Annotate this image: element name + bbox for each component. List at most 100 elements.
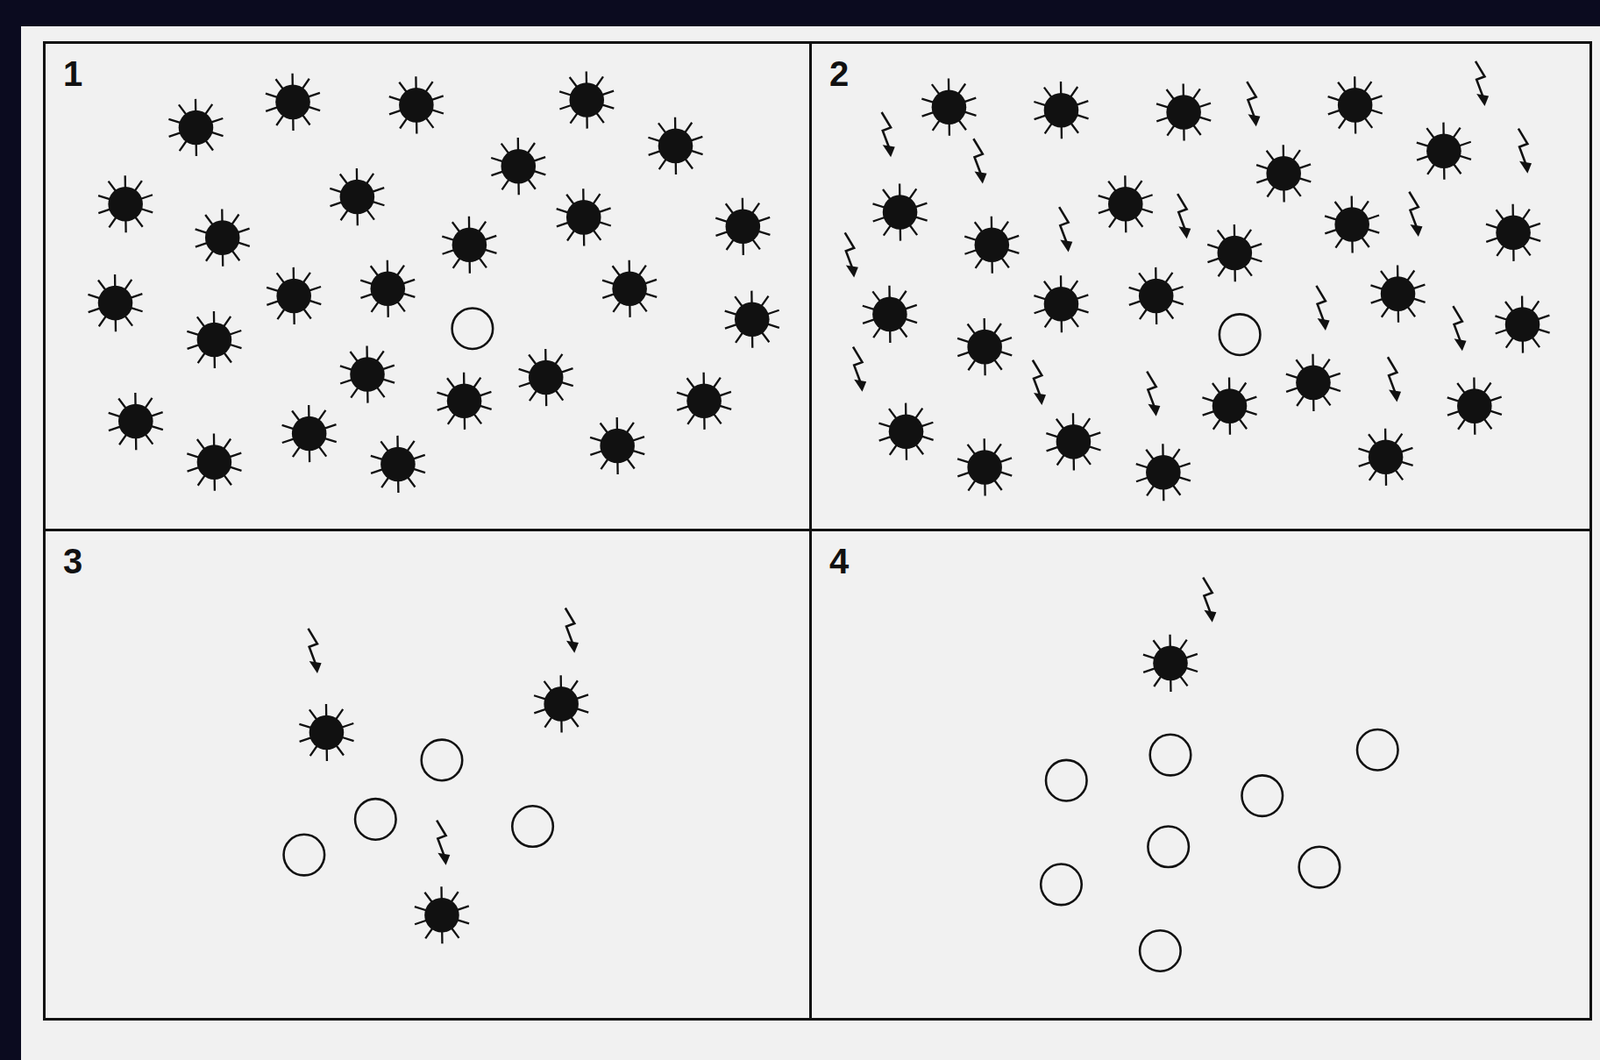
bacterium-spikes (186, 311, 242, 369)
antibiotic-bolt (845, 232, 854, 268)
susceptible-bacterium (309, 715, 345, 751)
bacterium-spikes (389, 76, 444, 134)
panel-number: 3 (63, 543, 83, 579)
panel: 1 (42, 41, 812, 532)
bolt-arrowhead (882, 144, 896, 157)
bacterium-spikes (168, 99, 223, 157)
susceptible-bacterium (543, 686, 579, 722)
bacterium-spikes (1129, 267, 1184, 325)
panel: 2 (809, 41, 1593, 532)
antibiotic-bolt (1452, 305, 1462, 342)
bolt-arrowhead (437, 853, 450, 866)
resistant-bacterium (1139, 930, 1181, 972)
susceptible-bacterium (1505, 306, 1541, 342)
resistant-bacterium (1219, 313, 1261, 356)
resistant-bacterium (452, 307, 494, 349)
bacterium-spikes (1324, 195, 1380, 253)
susceptible-bacterium (205, 220, 241, 256)
bacterium-spikes (957, 318, 1012, 376)
bacterium-spikes (195, 209, 250, 267)
antibiotic-bolt (1059, 206, 1068, 242)
antibiotic-bolt (1146, 371, 1156, 407)
bacterium-spikes (490, 137, 546, 195)
resistant-bacterium (1150, 734, 1192, 776)
bacterium-spikes (1045, 412, 1101, 470)
bolt-arrowhead (846, 265, 859, 278)
susceptible-bacterium (452, 227, 488, 263)
bacterium-spikes (360, 260, 415, 318)
bacterium-spikes (519, 348, 574, 406)
resistant-bacterium (1299, 846, 1341, 889)
susceptible-bacterium (599, 428, 635, 464)
susceptible-bacterium (888, 413, 925, 449)
susceptible-bacterium (974, 227, 1010, 263)
bacterium-spikes (1286, 354, 1341, 412)
antibiotic-bolt (1315, 285, 1325, 321)
resistant-bacterium (1040, 864, 1082, 906)
antibiotic-bolt (436, 820, 446, 856)
bacterium-spikes (676, 372, 732, 430)
bacterium-spikes (441, 216, 497, 274)
bacterium-spikes (414, 886, 470, 944)
susceptible-bacterium (197, 444, 233, 480)
bolt-arrowhead (1519, 161, 1532, 174)
bolt-arrowhead (1203, 610, 1216, 623)
bolt-arrowhead (853, 379, 867, 392)
bacterium-spikes (878, 403, 933, 461)
antibiotic-bolt (1475, 61, 1485, 97)
susceptible-bacterium (734, 301, 770, 337)
susceptible-bacterium (611, 271, 648, 307)
susceptible-bacterium (1457, 388, 1493, 424)
bacterium-spikes (725, 291, 780, 349)
susceptible-bacterium (967, 329, 1003, 365)
susceptible-bacterium (566, 199, 602, 235)
resistant-bacterium (355, 798, 397, 840)
susceptible-bacterium (275, 85, 311, 121)
bacterium-spikes (282, 405, 337, 463)
bacterium-spikes (298, 704, 354, 761)
susceptible-bacterium (349, 356, 385, 392)
susceptible-bacterium (197, 322, 233, 358)
susceptible-bacterium (1265, 156, 1302, 192)
bacterium-spikes (87, 274, 143, 332)
bacterium-spikes (964, 216, 1019, 274)
susceptible-bacterium (1108, 186, 1144, 222)
bolt-arrowhead (309, 661, 322, 674)
bolt-arrowhead (974, 170, 988, 184)
antibiotic-bolt (1408, 192, 1418, 228)
antibiotic-bolt (881, 112, 891, 148)
susceptible-bacterium (967, 449, 1003, 485)
susceptible-bacterium (398, 87, 434, 123)
bacterium-spikes (533, 675, 589, 733)
bolt-arrowhead (1476, 93, 1489, 107)
susceptible-bacterium (118, 404, 154, 440)
bolt-arrowhead (1059, 239, 1073, 252)
bacterium-spikes (1494, 295, 1550, 353)
bolt-arrowhead (1454, 338, 1467, 351)
bacterium-spikes (1328, 76, 1383, 134)
antibiotic-bolt (853, 347, 862, 383)
bacterium-spikes (872, 183, 927, 241)
resistant-bacterium (284, 834, 326, 876)
susceptible-bacterium (872, 297, 908, 333)
panel-number: 2 (829, 56, 849, 92)
susceptible-bacterium (1426, 133, 1462, 169)
bacterium-spikes (921, 78, 976, 136)
bacterium-spikes (1358, 428, 1414, 486)
bacterium-spikes (862, 285, 918, 343)
resistant-bacterium (1241, 775, 1283, 817)
antibiotic-bolt (1246, 81, 1256, 117)
susceptible-bacterium (1337, 87, 1373, 123)
bacterium-spikes (1207, 224, 1262, 282)
susceptible-bacterium (931, 89, 968, 125)
bolt-arrowhead (1178, 226, 1191, 239)
bacterium-spikes (647, 117, 703, 175)
susceptible-bacterium (447, 384, 483, 420)
bacterium-spikes (1447, 377, 1502, 435)
susceptible-bacterium (528, 360, 564, 396)
bacterium-spikes (1143, 634, 1198, 692)
antibiotic-bolt (1202, 577, 1212, 613)
panel-number: 4 (829, 543, 849, 579)
susceptible-bacterium (1495, 215, 1531, 251)
bolt-arrowhead (566, 640, 579, 654)
